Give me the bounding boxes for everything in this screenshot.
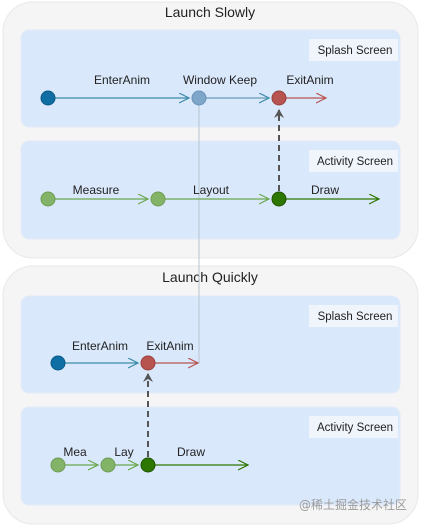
slow-windowkeep-label: Window Keep	[183, 73, 257, 87]
group-launch-slowly: Launch Slowly Splash Screen Activity Scr…	[2, 1, 419, 259]
group-quick-title: Launch Quickly	[162, 269, 258, 285]
slow-measure-label: Measure	[73, 183, 120, 197]
group-launch-quickly: Launch Quickly Splash Screen Activity Sc…	[2, 265, 419, 525]
slow-enteranim-label: EnterAnim	[94, 73, 150, 87]
lane-slow-splash-label-box	[309, 39, 398, 61]
quick-activity-start-node	[50, 457, 66, 473]
slow-windowkeep-node	[191, 90, 207, 106]
slow-draw-node	[271, 191, 287, 207]
quick-exitanim-label: ExitAnim	[146, 339, 193, 353]
quick-exitanim-node	[140, 355, 156, 371]
slow-exitanim-label: ExitAnim	[286, 73, 333, 87]
lane-slow-splash-label: Splash Screen	[318, 45, 393, 57]
slow-draw-label: Draw	[311, 183, 339, 197]
lane-slow-activity: Activity Screen	[20, 140, 401, 240]
quick-measure-label: Mea	[63, 445, 87, 459]
flow-slow-splash: EnterAnim Window Keep ExitAnim	[40, 73, 334, 106]
slow-layout-label: Layout	[193, 183, 230, 197]
slow-exitanim-node	[271, 90, 287, 106]
slow-layout-node	[150, 191, 166, 207]
lane-slow-activity-label-box	[309, 150, 398, 172]
group-slow-title: Launch Slowly	[165, 4, 255, 20]
lane-slow-activity-label: Activity Screen	[317, 156, 393, 168]
lane-quick-splash-label: Splash Screen	[318, 311, 393, 323]
quick-layout-node	[100, 457, 116, 473]
lane-slow-splash: Splash Screen	[20, 29, 401, 128]
lane-slow-splash-background	[20, 29, 401, 128]
slow-splash-start-node	[40, 90, 56, 106]
lane-quick-activity-label: Activity Screen	[317, 422, 393, 434]
lane-quick-splash-background	[20, 295, 401, 394]
quick-draw-label: Draw	[177, 445, 205, 459]
watermark-text: @稀土掘金技术社区	[299, 497, 407, 512]
lane-quick-activity-background	[20, 406, 401, 506]
lane-quick-splash: Splash Screen	[20, 295, 401, 394]
lane-quick-splash-label-box	[309, 305, 398, 327]
quick-draw-node	[140, 457, 156, 473]
flow-quick-splash: EnterAnim ExitAnim	[50, 339, 198, 371]
flow-slow-activity: Measure Layout Draw	[40, 183, 379, 207]
quick-enteranim-label: EnterAnim	[72, 339, 128, 353]
flow-quick-activity: Mea Lay Draw	[50, 445, 248, 473]
lane-quick-activity: Activity Screen	[20, 406, 401, 506]
quick-layout-label: Lay	[114, 445, 133, 459]
lane-slow-activity-background	[20, 140, 401, 240]
slow-activity-start-node	[40, 191, 56, 207]
lane-quick-activity-label-box	[309, 416, 398, 438]
quick-splash-start-node	[50, 355, 66, 371]
